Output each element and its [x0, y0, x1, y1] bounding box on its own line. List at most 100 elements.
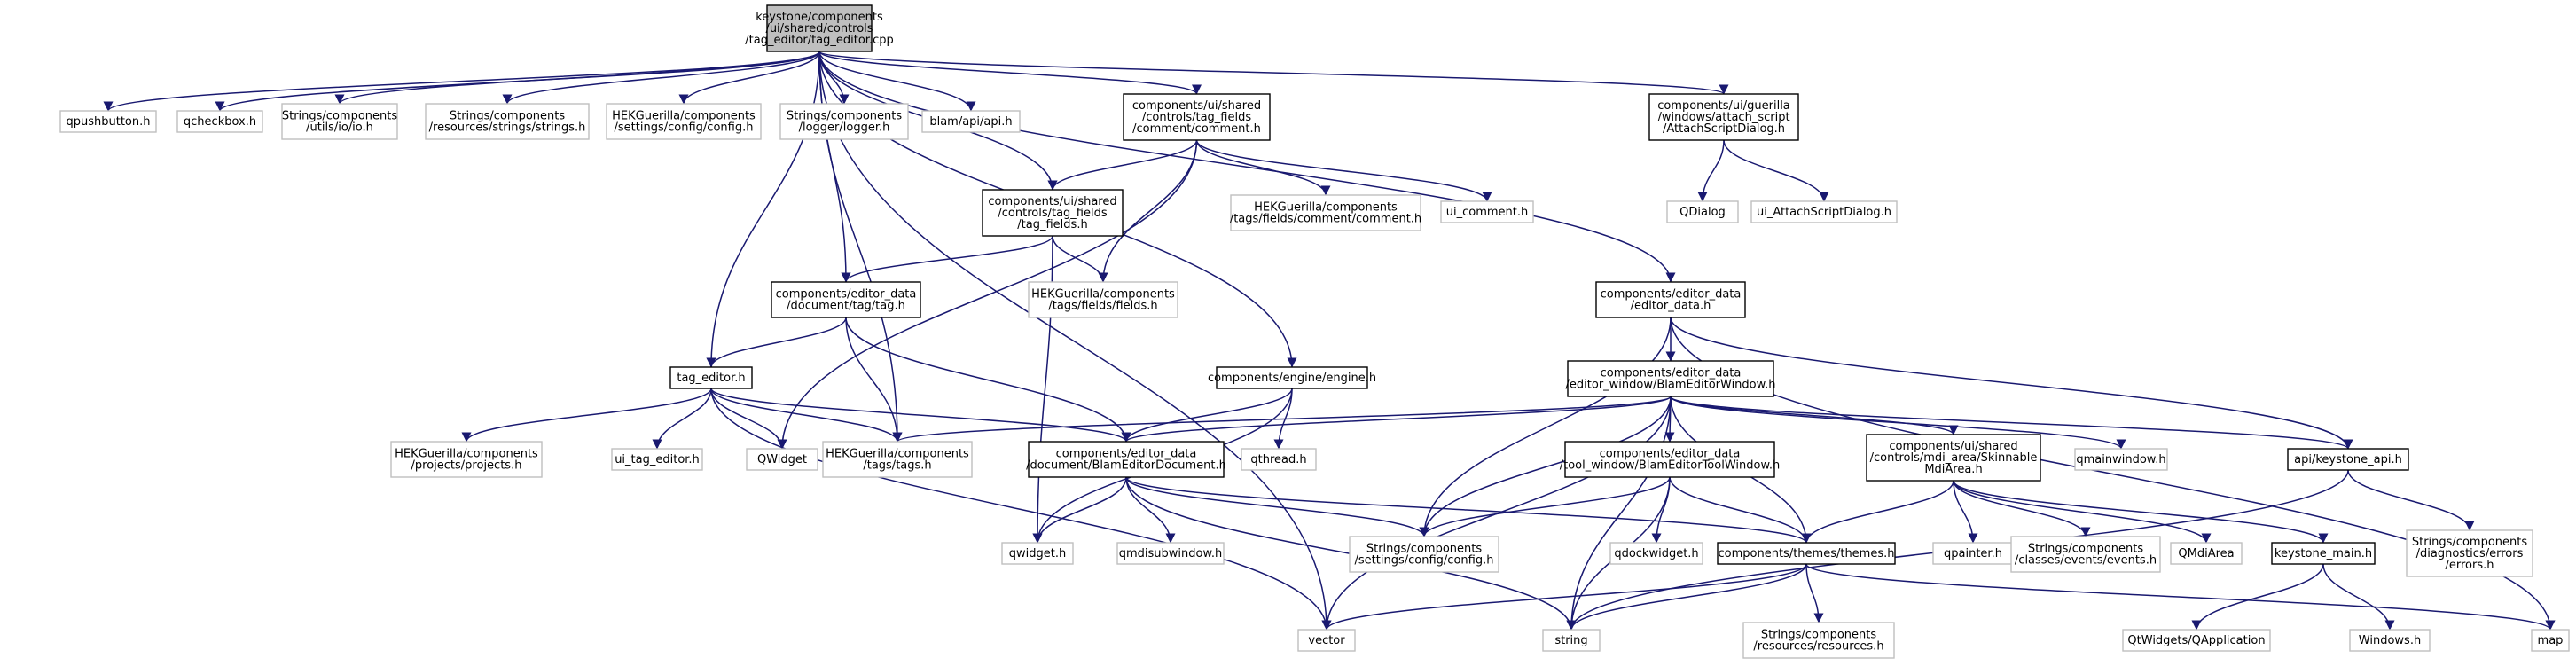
node-label-line: QWidget [757, 453, 807, 466]
edge-tool_window_h-to-themes_h [1669, 476, 1812, 544]
edge-blam_editor_doc_h-to-string [1125, 476, 1577, 631]
node-qpainter-h[interactable]: qpainter.h [1932, 542, 2014, 565]
node-projects-h[interactable]: HEKGuerilla/components/projects/projects… [390, 441, 543, 478]
edge-tag_editor_cpp-to-vector [818, 51, 1332, 631]
edge-tag_editor_h-to-blam_editor_doc_h [710, 388, 1131, 443]
node-hek-tags-h[interactable]: HEKGuerilla/components/tags/tags.h [822, 441, 973, 478]
node-hek-fields-h[interactable]: HEKGuerilla/components/tags/fields/field… [1028, 281, 1178, 318]
node-qthread-h[interactable]: qthread.h [1241, 448, 1317, 471]
edge-blam_editor_window_h-to-keystone_api_h [1670, 396, 2353, 450]
node-tag-h[interactable]: components/editor_data/document/tag/tag.… [771, 281, 921, 318]
node-label-line: /tags/tags.h [863, 459, 931, 473]
node-label-line: Strings/components [2028, 543, 2143, 556]
node-tag-editor-h[interactable]: tag_editor.h [669, 366, 753, 389]
node-settings-config-h[interactable]: Strings/components/settings/config/confi… [1349, 536, 1499, 573]
node-box [2170, 542, 2243, 565]
node-label-line: vector [1308, 634, 1345, 647]
node-tag-fields-h[interactable]: components/ui/shared/controls/tag_fields… [982, 189, 1124, 237]
node-keystone-main-h[interactable]: keystone_main.h [2271, 542, 2376, 565]
node-box [822, 441, 973, 478]
node-skinnable-h[interactable]: components/ui/shared/controls/mdi_area/S… [1866, 434, 2041, 482]
edge-tag_editor_cpp-to-strings_h [502, 51, 820, 105]
edge-tag_editor_h-to-hek_tags_h [710, 388, 903, 443]
node-ui-comment-h[interactable]: ui_comment.h [1440, 200, 1534, 223]
node-logger-h[interactable]: Strings/components/logger/logger.h [779, 103, 909, 140]
node-box [1742, 622, 1895, 659]
node-blam-editor-window-h[interactable]: components/editor_data/editor_window/Bla… [1566, 360, 1776, 397]
node-box [425, 103, 590, 140]
node-box [1297, 629, 1356, 652]
node-qmdiarea[interactable]: QMdiArea [2170, 542, 2243, 565]
edge-editor_data_h-to-settings_config_h [1419, 317, 1672, 537]
node-qmainwindow-h[interactable]: qmainwindow.h [2074, 448, 2168, 471]
node-keystone-api-h[interactable]: api/keystone_api.h [2287, 448, 2409, 471]
edge-comment_h-to-qwidget_cap [777, 139, 1198, 450]
node-label-line: Windows.h [2359, 634, 2421, 647]
node-comment-h[interactable]: components/ui/shared/controls/tag_fields… [1123, 93, 1271, 141]
edge-tag_fields_h-to-tag_h [841, 235, 1053, 283]
edge-tag_fields_h-to-hek_fields_h [1052, 235, 1108, 283]
node-label-line: Strings/components [1366, 543, 1482, 556]
node-box [1717, 542, 1896, 565]
edge-themes_h-to-map [1805, 563, 2556, 631]
node-events-h[interactable]: Strings/components/classes/events/events… [2010, 536, 2161, 573]
node-themes-h[interactable]: components/themes/themes.h [1717, 542, 1896, 565]
node-resources-h[interactable]: Strings/components/resources/resources.h [1742, 622, 1895, 659]
node-editor-data-h[interactable]: components/editor_data/editor_data.h [1595, 281, 1746, 318]
node-qpushbutton-h[interactable]: qpushbutton.h [59, 110, 157, 133]
node-qmdisubwindow-h[interactable]: qmdisubwindow.h [1116, 542, 1225, 565]
node-box [1123, 93, 1271, 141]
edge-skinnable_h-to-qpainter_h [1953, 480, 1978, 544]
edge-themes_h-to-string [1566, 563, 1807, 631]
node-qdialog[interactable]: QDialog [1666, 200, 1739, 223]
node-box [1349, 536, 1499, 573]
node-label-line: qthread.h [1250, 453, 1306, 466]
node-box [2406, 529, 2533, 577]
edge-tag_h-to-tag_editor_h [706, 317, 847, 368]
node-qcheckbox-h[interactable]: qcheckbox.h [176, 110, 263, 133]
node-box [2287, 448, 2409, 471]
node-box [1230, 194, 1421, 231]
node-engine-h[interactable]: components/engine/engine.h [1208, 366, 1376, 389]
node-label-line: /resources/strings/strings.h [429, 121, 586, 135]
node-label-line: components/ui/shared [1889, 440, 2017, 453]
node-box [1750, 200, 1898, 223]
node-ui-attach-h[interactable]: ui_AttachScriptDialog.h [1750, 200, 1898, 223]
node-box [921, 110, 1021, 133]
node-label-line: HEKGuerilla/components [1254, 201, 1398, 215]
node-tool-window-h[interactable]: components/editor_data/tool_window/BlamE… [1560, 441, 1781, 478]
edge-keystone_main_h-to-windows_h [2322, 563, 2395, 631]
node-label-line: /resources/resources.h [1753, 640, 1883, 654]
edge-blam_editor_window_h-to-string [1566, 396, 1672, 631]
node-config-hek[interactable]: HEKGuerilla/components/settings/config/c… [606, 103, 762, 140]
edge-skinnable_h-to-qmdiarea [1953, 480, 2212, 544]
node-errors-h[interactable]: Strings/components/diagnostics/errors/er… [2406, 529, 2533, 577]
node-box [2122, 629, 2271, 652]
node-blam-editor-doc-h[interactable]: components/editor_data/document/BlamEdit… [1026, 441, 1226, 478]
node-label-line: qpushbutton.h [66, 115, 150, 129]
node-ui-tag-editor-h[interactable]: ui_tag_editor.h [611, 448, 703, 471]
node-qwidget-cap[interactable]: QWidget [746, 448, 818, 471]
node-label-line: HEKGuerilla/components [1031, 288, 1175, 302]
node-label-line: components/themes/themes.h [1719, 547, 1895, 560]
node-label-line: keystone_main.h [2275, 547, 2372, 560]
node-box [611, 448, 703, 471]
node-windows-h[interactable]: Windows.h [2349, 629, 2431, 652]
node-label-line: components/ui/shared [988, 195, 1116, 208]
node-strings-h[interactable]: Strings/components/resources/strings/str… [425, 103, 590, 140]
node-qdockwidget-h[interactable]: qdockwidget.h [1609, 542, 1703, 565]
node-tag-editor-cpp[interactable]: keystone/components/ui/shared/controls/t… [745, 4, 894, 52]
node-string[interactable]: string [1542, 629, 1601, 652]
node-label-line: qwidget.h [1009, 547, 1066, 560]
node-vector[interactable]: vector [1297, 629, 1356, 652]
node-qapplication[interactable]: QtWidgets/QApplication [2122, 629, 2271, 652]
node-attach-script-h[interactable]: components/ui/guerilla/windows/attach_sc… [1648, 93, 1799, 141]
node-io-h[interactable]: Strings/components/utils/io/io.h [281, 103, 398, 140]
node-label-line: components/editor_data [1600, 448, 1741, 461]
node-map[interactable]: map [2531, 629, 2570, 652]
node-hek-comment-h[interactable]: HEKGuerilla/components/tags/fields/comme… [1230, 194, 1421, 231]
node-label-line: /windows/attach_script [1657, 111, 1789, 124]
node-box [1028, 441, 1225, 478]
node-qwidget-h[interactable]: qwidget.h [1001, 542, 1074, 565]
node-api-h[interactable]: blam/api/api.h [921, 110, 1021, 133]
